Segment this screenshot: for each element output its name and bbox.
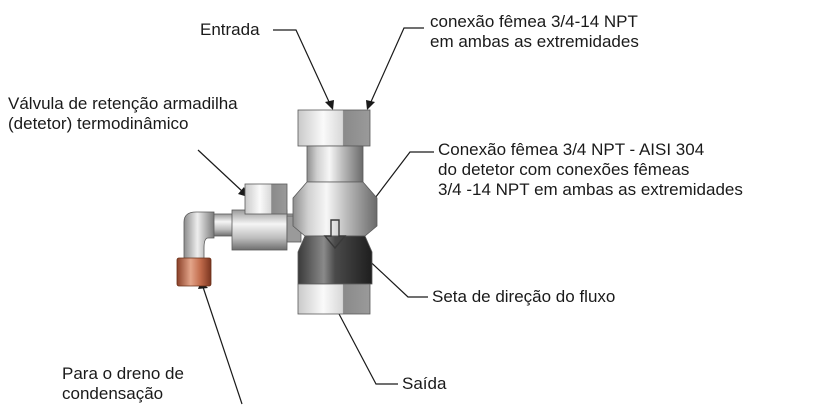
copper-nut [176,257,212,287]
label-detector-connection: Conexão fêmea 3/4 NPT - AISI 304 do dete… [438,140,743,199]
label-outlet: Saída [402,374,447,393]
label-inlet: Entrada [200,20,260,39]
upper-neck [306,145,364,183]
label-check-valve: Válvula de retenção armadilha (detetor) … [8,94,238,133]
elbow-fitting [183,211,215,261]
top-hex-fitting [297,109,371,147]
leader-inlet [273,29,331,105]
leader-detector [371,151,434,203]
bottom-hex-fitting [297,283,371,315]
label-flow-arrow: Seta de direção do fluxo [432,287,616,306]
leader-check-valve [197,149,244,193]
arrowhead-female [366,100,375,110]
check-valve-cap [244,183,288,215]
label-drain: Para o dreno de condensação [62,364,184,403]
check-valve-body [231,209,288,251]
lower-dark-band [297,235,373,285]
leader-female-connection [369,27,424,105]
main-body [292,109,378,315]
leader-drain [202,286,243,405]
detector-bulge [292,181,378,237]
arrowhead-inlet [325,100,334,110]
side-assembly [176,183,302,287]
leader-outlet [337,311,398,385]
flow-direction-arrow [323,219,347,250]
label-female-connection: conexão fêmea 3/4-14 NPT em ambas as ext… [430,12,639,51]
leader-lines [197,27,434,405]
